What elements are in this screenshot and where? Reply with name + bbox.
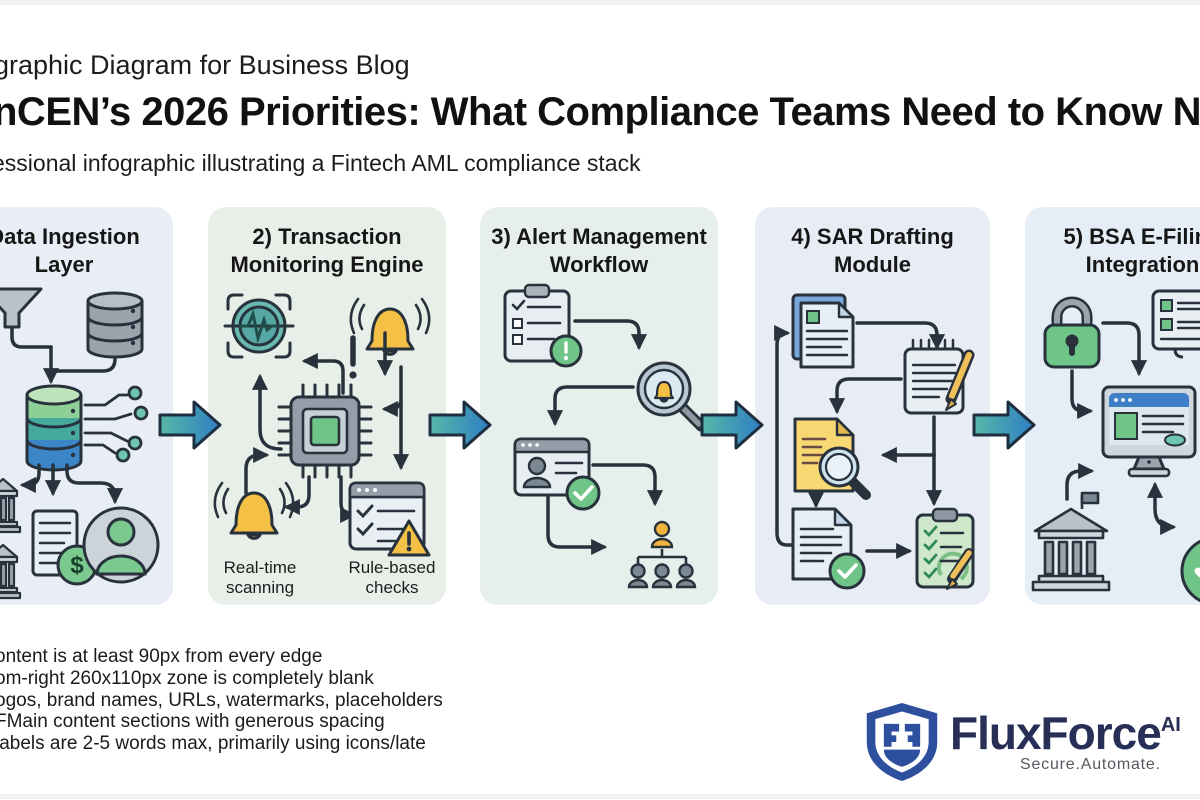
flow-connectors xyxy=(244,331,410,524)
panel4-icons xyxy=(774,293,975,590)
flow-connectors xyxy=(1065,321,1177,536)
page-subtitle: essional infographic illustrating a Fint… xyxy=(0,150,641,176)
document-stack-icon xyxy=(791,293,855,369)
svg-text:$: $ xyxy=(70,552,84,579)
label-rule-based-checks: Rule-based checks xyxy=(348,558,436,598)
logo-ai-suffix: AI xyxy=(1160,714,1181,736)
flow-arrow-1 xyxy=(158,400,222,450)
page-title: nCEN’s 2026 Priorities: What Compliance … xyxy=(0,90,1200,134)
bank-icon xyxy=(0,543,22,600)
panel-data-ingestion: Data Ingestion Layer xyxy=(0,207,173,605)
edge-strip-bottom xyxy=(0,794,1200,799)
magnifier-bell-icon xyxy=(636,361,707,432)
panel-sar-drafting: 4) SAR Drafting Module xyxy=(755,207,990,605)
desktop-browser-icon xyxy=(1101,385,1197,478)
clipboard-pencil-icon xyxy=(915,507,975,590)
bell-icon xyxy=(349,297,431,356)
note-line: labels are 2-5 words max, primarily usin… xyxy=(0,733,426,755)
rule-checklist-warning-icon xyxy=(348,481,431,557)
note-line: om-right 260x110px zone is completely bl… xyxy=(0,667,374,689)
padlock-icon xyxy=(1043,296,1101,369)
user-avatar-icon xyxy=(82,506,160,584)
note-line: ogos, brand names, URLs, watermarks, pla… xyxy=(0,689,443,711)
cpu-chip-icon xyxy=(277,383,373,479)
clipboard-alert-icon xyxy=(503,283,583,368)
profile-card-check-icon xyxy=(513,437,601,511)
fluxforce-wordmark: FluxForceAI xyxy=(950,707,1181,759)
notepad-pencil-icon xyxy=(903,338,975,415)
funnel-icon xyxy=(0,287,43,329)
panel-transaction-monitoring: 2) Transaction Monitoring Engine xyxy=(208,207,446,605)
exclamation-icon xyxy=(349,335,357,379)
server-icon xyxy=(1151,289,1200,359)
panel2-icons xyxy=(213,293,431,557)
panel1-title: Data Ingestion Layer xyxy=(0,224,140,278)
check-circle-icon xyxy=(1180,539,1200,603)
panel5-icons xyxy=(1031,289,1200,603)
flow-arrow-3 xyxy=(700,400,764,450)
fluxforce-shield-icon xyxy=(866,702,938,782)
page-kicker: graphic Diagram for Business Blog xyxy=(0,50,410,80)
database-colored-icon xyxy=(25,384,83,472)
fluxforce-logo: FluxForceAI Secure.Automate. xyxy=(862,696,1182,786)
radar-scan-icon xyxy=(223,293,295,359)
flow-arrow-2 xyxy=(428,400,492,450)
network-branch-icon xyxy=(83,385,149,463)
panel5-title: 5) BSA E-Filing Integration xyxy=(1063,224,1200,278)
bottom-notes: ontent is at least 90px from every edge … xyxy=(0,646,443,755)
bank-building-icon xyxy=(1031,491,1111,592)
bank-icon xyxy=(0,477,22,534)
label-real-time-scanning: Real-time scanning xyxy=(223,558,297,598)
merge-connectors xyxy=(10,327,117,385)
panel2-title: 2) Transaction Monitoring Engine xyxy=(230,224,424,278)
database-gray-icon xyxy=(86,291,144,359)
panel3-title: 3) Alert Management Workflow xyxy=(491,224,707,278)
note-line: FMain content sections with generous spa… xyxy=(0,711,385,733)
flow-connectors xyxy=(546,319,664,556)
panel1-icons: $ xyxy=(0,287,160,600)
note-line: ontent is at least 90px from every edge xyxy=(0,646,323,667)
bell-icon xyxy=(213,481,295,540)
flow-connectors xyxy=(774,321,946,560)
panel-bsa-efiling: 5) BSA E-Filing Integration xyxy=(1025,207,1200,605)
document-check-icon xyxy=(791,507,866,590)
panel4-title: 4) SAR Drafting Module xyxy=(791,224,954,278)
logo-tagline: Secure.Automate. xyxy=(1020,756,1161,773)
document-magnifier-icon xyxy=(793,417,871,500)
panel3-icons xyxy=(503,283,707,589)
panel-alert-management: 3) Alert Management Workflow xyxy=(480,207,718,605)
org-chart-icon xyxy=(627,520,697,589)
edge-strip-top xyxy=(0,0,1200,5)
split-connectors xyxy=(19,463,124,505)
flow-arrow-4 xyxy=(972,400,1036,450)
